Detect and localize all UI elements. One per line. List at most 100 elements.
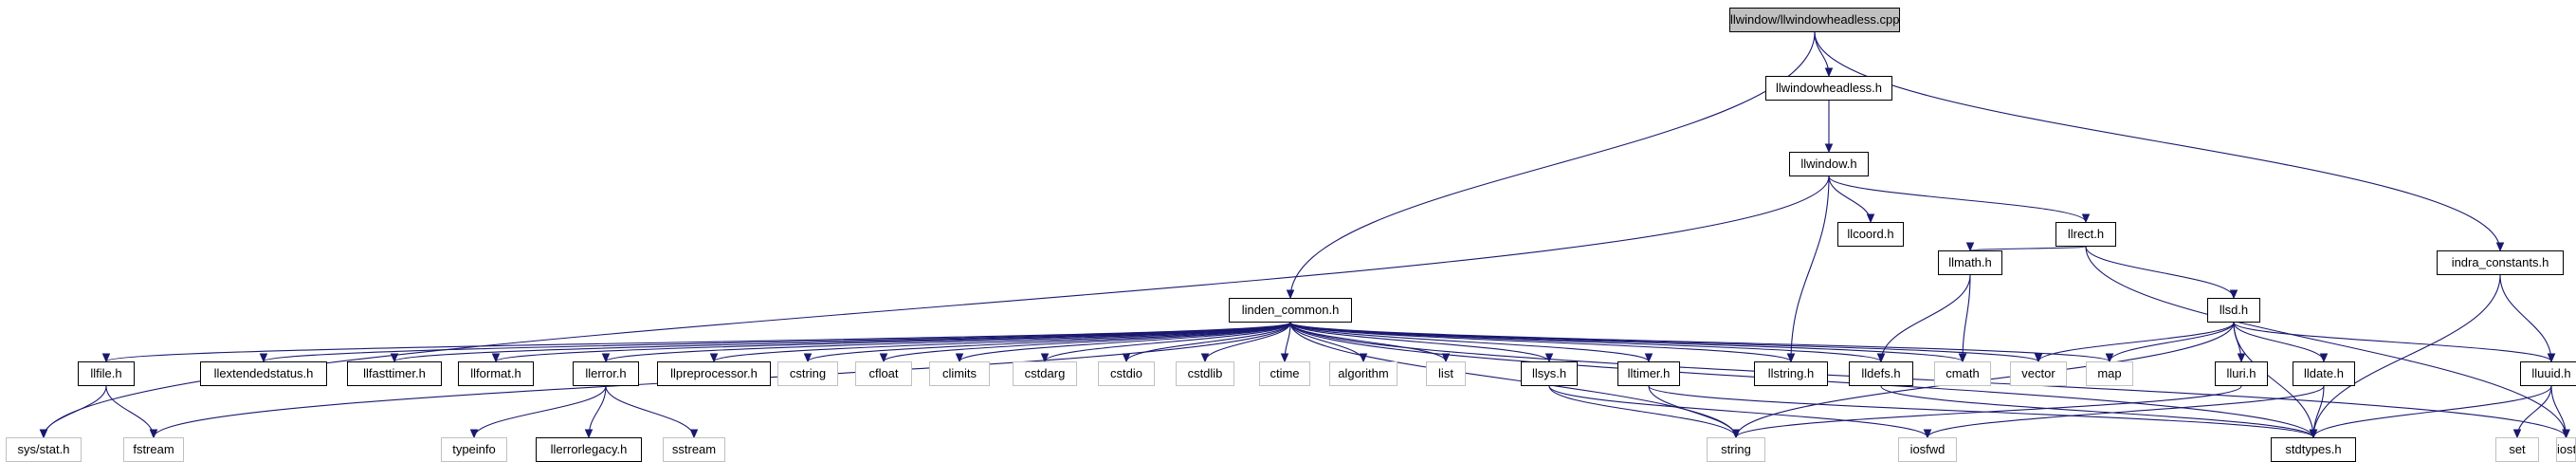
node-llpreprocessor[interactable]: llpreprocessor.h <box>657 361 771 386</box>
node-llextendedstatus[interactable]: llextendedstatus.h <box>200 361 327 386</box>
arrowhead-linden_common-to-llpreprocessor <box>709 353 719 363</box>
arrowhead-llrect-to-llsd <box>2229 289 2238 300</box>
edge-llsd-to-vector <box>2037 322 2235 362</box>
edge-llsd-to-lluuid <box>2233 322 2552 362</box>
edge-linden_common-to-climits <box>959 322 1291 362</box>
node-llsd[interactable]: llsd.h <box>2207 298 2260 323</box>
node-root-file[interactable]: llwindow/llwindowheadless.cpp <box>1729 8 1900 32</box>
arrowhead-linden_common-to-ctime <box>1280 353 1289 363</box>
node-sstream: sstream <box>663 437 725 462</box>
edge-lluri-to-string <box>1735 385 2242 438</box>
node-llformat[interactable]: llformat.h <box>458 361 534 386</box>
arrowhead-linden_common-to-llfasttimer <box>390 353 399 363</box>
arrowhead-llerror-to-llerrorlegacy <box>584 429 594 439</box>
edge-linden_common-to-llstring <box>1289 322 1792 362</box>
arrowhead-llsd-to-lldate <box>2319 353 2329 363</box>
edge-llwindow-to-llrect <box>1828 176 2087 223</box>
node-llrect[interactable]: llrect.h <box>2055 222 2116 247</box>
arrowhead-lluri-to-string <box>1731 429 1741 439</box>
arrowhead-linden_common-to-cstring <box>803 353 813 363</box>
arrowhead-llsd-to-lluuid <box>2547 353 2556 363</box>
node-map: map <box>2086 361 2133 386</box>
edge-llrect-to-llsd <box>2085 246 2235 299</box>
arrowhead-linden_common-to-llerror <box>601 353 611 363</box>
edge-indra_constants-to-stdtypes <box>2312 274 2501 438</box>
arrowhead-llwindowheadless-to-llwindow <box>1824 143 1834 154</box>
node-lluri[interactable]: lluri.h <box>2215 361 2268 386</box>
arrowhead-linden_common-to-llfile <box>101 353 111 363</box>
edge-lldefs-to-stdtypes <box>1880 385 2314 438</box>
node-fstream: fstream <box>123 437 184 462</box>
node-lldefs[interactable]: lldefs.h <box>1849 361 1913 386</box>
node-iostream: iostream <box>2556 437 2576 462</box>
node-llmath[interactable]: llmath.h <box>1938 250 2002 275</box>
node-llwindow[interactable]: llwindow.h <box>1789 152 1869 176</box>
edge-llsd-to-lldate <box>2233 322 2325 362</box>
arrowhead-llsd-to-map <box>2105 353 2114 363</box>
node-cstring: cstring <box>777 361 838 386</box>
node-llerrorlegacy[interactable]: llerrorlegacy.h <box>536 437 642 462</box>
node-stdtypes[interactable]: stdtypes.h <box>2271 437 2356 462</box>
edge-llsd-to-stdtypes <box>2233 322 2314 438</box>
arrowhead-root-to-linden_common <box>1286 289 1295 300</box>
node-cstdlib: cstdlib <box>1176 361 1234 386</box>
node-string: string <box>1707 437 1765 462</box>
arrowhead-llwindow-to-llcoord <box>1866 213 1875 224</box>
node-llwindowheadless[interactable]: llwindowheadless.h <box>1765 76 1892 101</box>
node-linden-common[interactable]: linden_common.h <box>1229 298 1352 323</box>
edge-linden_common-to-llsys <box>1289 322 1550 362</box>
node-cstdarg: cstdarg <box>1013 361 1077 386</box>
node-llcoord[interactable]: llcoord.h <box>1837 222 1904 247</box>
node-ctime: ctime <box>1259 361 1310 386</box>
edge-linden_common-to-llpreprocessor <box>713 322 1291 362</box>
edge-linden_common-to-cstdarg <box>1044 322 1291 362</box>
node-vector: vector <box>2010 361 2067 386</box>
edge-linden_common-to-llfile <box>105 322 1291 362</box>
edge-linden_common-to-llformat <box>495 322 1291 362</box>
node-set: set <box>2495 437 2539 462</box>
edge-llerror-to-typeinfo <box>473 385 607 438</box>
edge-linden_common-to-lltimer <box>1289 322 1650 362</box>
edge-linden_common-to-cstring <box>807 322 1291 362</box>
node-algorithm: algorithm <box>1329 361 1398 386</box>
edge-llmath-to-lldefs <box>1880 274 1971 362</box>
arrowhead-linden_common-to-llstring <box>1786 353 1796 363</box>
node-sys-stat: sys/stat.h <box>6 437 82 462</box>
arrowhead-linden_common-to-lltimer <box>1644 353 1653 363</box>
node-lluuid[interactable]: lluuid.h <box>2520 361 2576 386</box>
arrowhead-llrect-to-llmath <box>1965 242 1975 252</box>
node-llstring[interactable]: llstring.h <box>1754 361 1828 386</box>
arrowhead-linden_common-to-cstdlib <box>1200 353 1210 363</box>
arrowhead-lluuid-to-iostream <box>2562 429 2570 439</box>
node-lldate[interactable]: lldate.h <box>2293 361 2355 386</box>
node-cstdio: cstdio <box>1098 361 1155 386</box>
arrowhead-linden_common-to-llformat <box>491 353 501 363</box>
arrowhead-linden_common-to-llsys <box>1544 353 1554 363</box>
arrowhead-llsd-to-lluri <box>2237 353 2246 363</box>
node-climits: climits <box>929 361 990 386</box>
edge-indra_constants-to-lluuid <box>2499 274 2552 362</box>
node-llsys[interactable]: llsys.h <box>1521 361 1578 386</box>
arrowhead-llfile-to-sysstat <box>39 429 48 439</box>
edge-llwindow-to-sysstat <box>43 176 1830 438</box>
node-lltimer[interactable]: lltimer.h <box>1617 361 1680 386</box>
node-llfasttimer[interactable]: llfasttimer.h <box>347 361 442 386</box>
arrowhead-linden_common-to-cstdarg <box>1040 353 1050 363</box>
edge-llsd-to-map <box>2109 322 2235 362</box>
arrowhead-llerror-to-typeinfo <box>469 429 479 439</box>
arrowhead-linden_common-to-llextendedstatus <box>259 353 268 363</box>
arrowhead-linden_common-to-list <box>1441 353 1451 363</box>
node-cfloat: cfloat <box>855 361 912 386</box>
arrowhead-llfile-to-fstream <box>149 429 158 439</box>
edge-llrect-to-llmath <box>1969 246 2087 251</box>
edge-linden_common-to-llerror <box>605 322 1291 362</box>
node-llfile[interactable]: llfile.h <box>78 361 135 386</box>
edge-llwindow-to-llstring <box>1790 176 1830 362</box>
edge-linden_common-to-map <box>1289 322 2110 362</box>
node-llerror[interactable]: llerror.h <box>573 361 639 386</box>
node-indra-constants[interactable]: indra_constants.h <box>2437 250 2564 275</box>
node-typeinfo: typeinfo <box>441 437 507 462</box>
arrowhead-lldate-to-iosfwd <box>1923 429 1932 439</box>
node-iosfwd: iosfwd <box>1898 437 1957 462</box>
